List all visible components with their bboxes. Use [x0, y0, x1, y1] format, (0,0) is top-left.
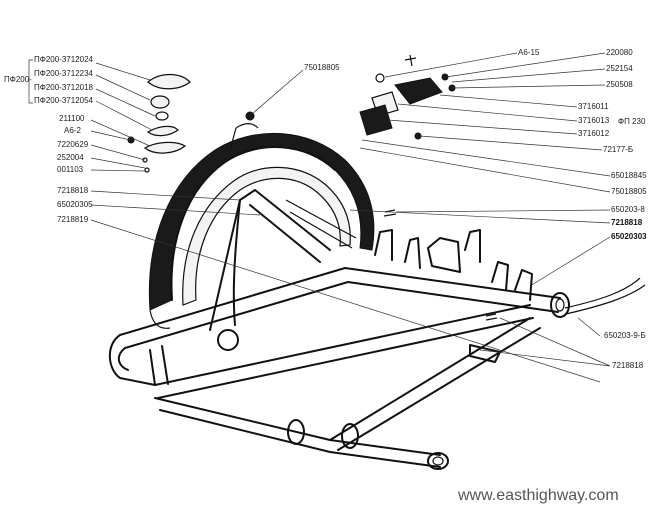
label-pf200-3712018: ПФ200-3712018: [34, 83, 94, 92]
label-pf200-3712054: ПФ200-3712054: [34, 96, 94, 105]
label-65018845: 65018845: [611, 171, 647, 180]
label-7220629: 7220629: [57, 140, 89, 149]
label-7218818-left: 7218818: [57, 186, 89, 195]
left-labels: ПФ200- ПФ200-3712024 ПФ200-3712234 ПФ200…: [4, 55, 94, 224]
right-labels: А6-15 220080 252154 250508 3716011 37160…: [518, 48, 647, 370]
label-252004: 252004: [57, 153, 84, 162]
label-001103: 001103: [57, 165, 84, 174]
side-lamp-assembly: [127, 73, 255, 173]
label-7218818-right: 7218818: [611, 218, 643, 227]
label-220080: 220080: [606, 48, 633, 57]
bolts: [383, 209, 498, 321]
label-75018805-top: 75018805: [304, 63, 340, 72]
leader-lines: [28, 52, 611, 383]
label-65020305: 65020305: [57, 200, 93, 209]
fender-stay: [209, 189, 357, 331]
label-pf200-3712024: ПФ200-3712024: [34, 55, 94, 64]
exploded-view-drawing: [108, 54, 646, 470]
wires: [564, 277, 646, 315]
label-3716013: 3716013: [578, 116, 610, 125]
label-650203-8: 650203-8: [611, 205, 645, 214]
label-a6-15: А6-15: [518, 48, 540, 57]
label-pf200-3712234: ПФ200-3712234: [34, 69, 94, 78]
label-250508: 250508: [606, 80, 633, 89]
label-7218819: 7218819: [57, 215, 89, 224]
label-prefix: ПФ200-: [4, 75, 32, 84]
label-211100: 211100: [59, 114, 85, 123]
label-65020303: 65020303: [611, 232, 647, 241]
label-a6-2: А6-2: [64, 126, 81, 135]
label-252154: 252154: [606, 64, 633, 73]
watermark: www.easthighway.com: [457, 487, 619, 504]
label-7218818-bottom: 7218818: [612, 361, 644, 370]
label-3716012: 3716012: [578, 129, 610, 138]
fender: [148, 122, 375, 329]
label-72177-b: 72177-Б: [603, 145, 633, 154]
mounting-brackets: [374, 229, 533, 301]
label-fp-230: ФП 230: [618, 117, 646, 126]
tail-lamp-assembly: [359, 54, 456, 140]
label-75018805-right: 75018805: [611, 187, 647, 196]
label-3716011: 3716011: [578, 102, 609, 111]
sidecar-frame: [108, 267, 570, 470]
label-650203-9-b: 650203-9-Б: [604, 331, 646, 340]
